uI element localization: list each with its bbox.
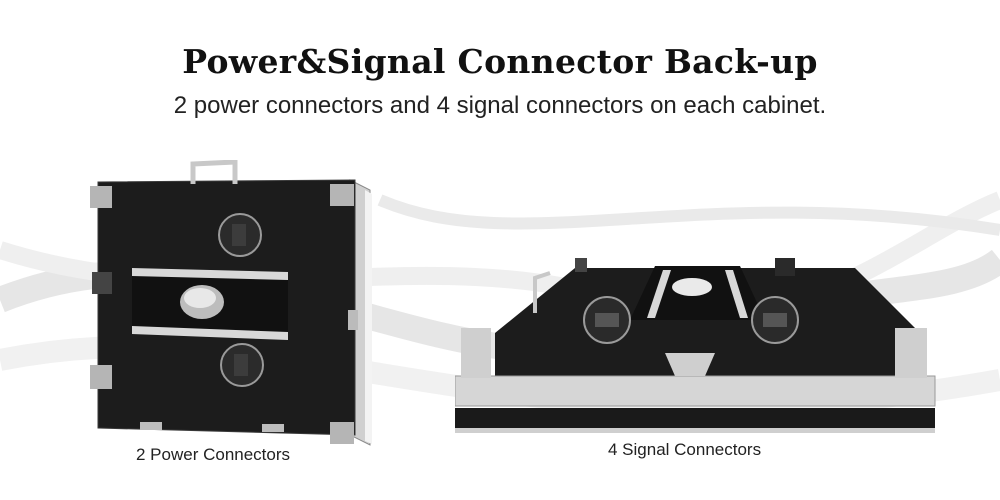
cabinet-rear-image (90, 160, 372, 446)
page-subtitle: 2 power connectors and 4 signal connecto… (173, 92, 827, 119)
power-connectors-caption: 2 Power Connectors (136, 445, 291, 464)
signal-connectors-caption: 4 Signal Connectors (608, 440, 762, 459)
page-title: Power&Signal Connector Back-up (182, 42, 818, 81)
cabinet-bottom-image (455, 258, 936, 433)
